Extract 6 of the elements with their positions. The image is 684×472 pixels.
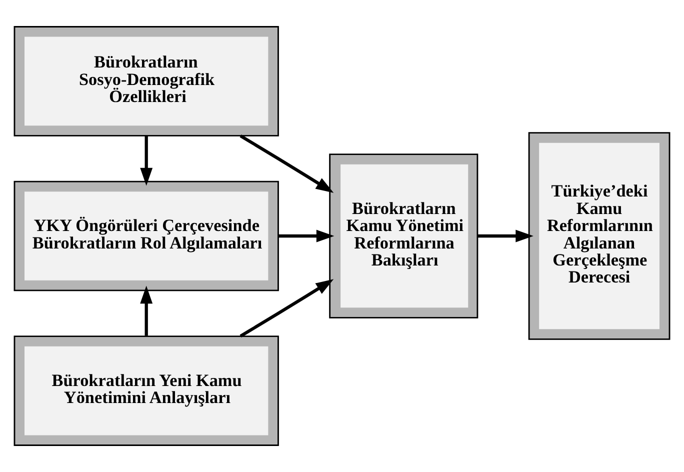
arrow	[240, 279, 334, 338]
arrow	[140, 136, 153, 186]
arrow	[240, 134, 334, 193]
arrow	[478, 230, 534, 242]
arrow	[140, 286, 153, 336]
arrow	[278, 230, 334, 242]
